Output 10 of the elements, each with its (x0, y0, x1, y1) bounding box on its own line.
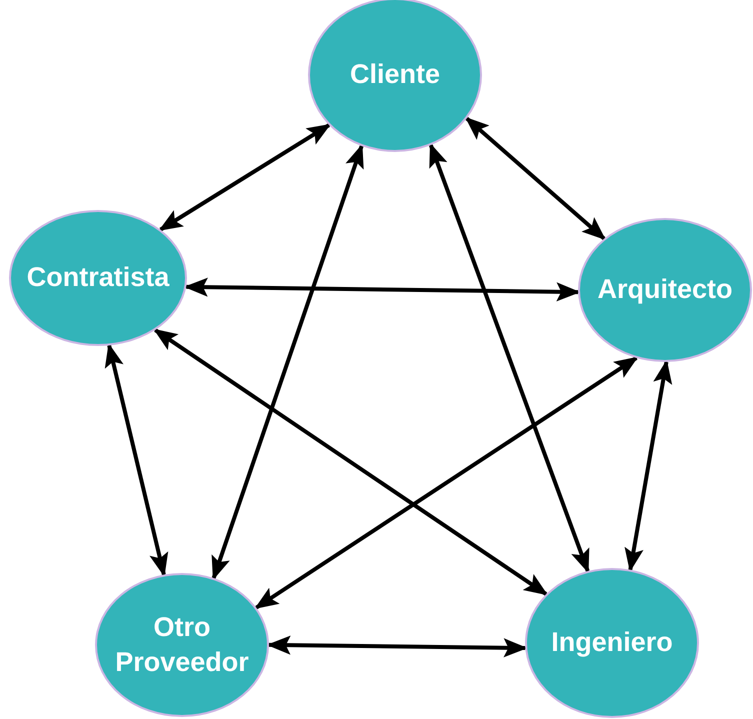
double-arrow (465, 116, 606, 240)
node-label: Otro Proveedor (114, 610, 250, 679)
double-arrow (266, 636, 528, 658)
double-arrow (158, 123, 331, 232)
node-label: Ingeniero (551, 626, 673, 660)
node-label: Arquitecto (598, 273, 732, 306)
double-arrow (153, 328, 548, 596)
node-label: Cliente (350, 58, 440, 92)
double-arrow (254, 356, 638, 610)
node-label: Contratista (26, 261, 170, 294)
